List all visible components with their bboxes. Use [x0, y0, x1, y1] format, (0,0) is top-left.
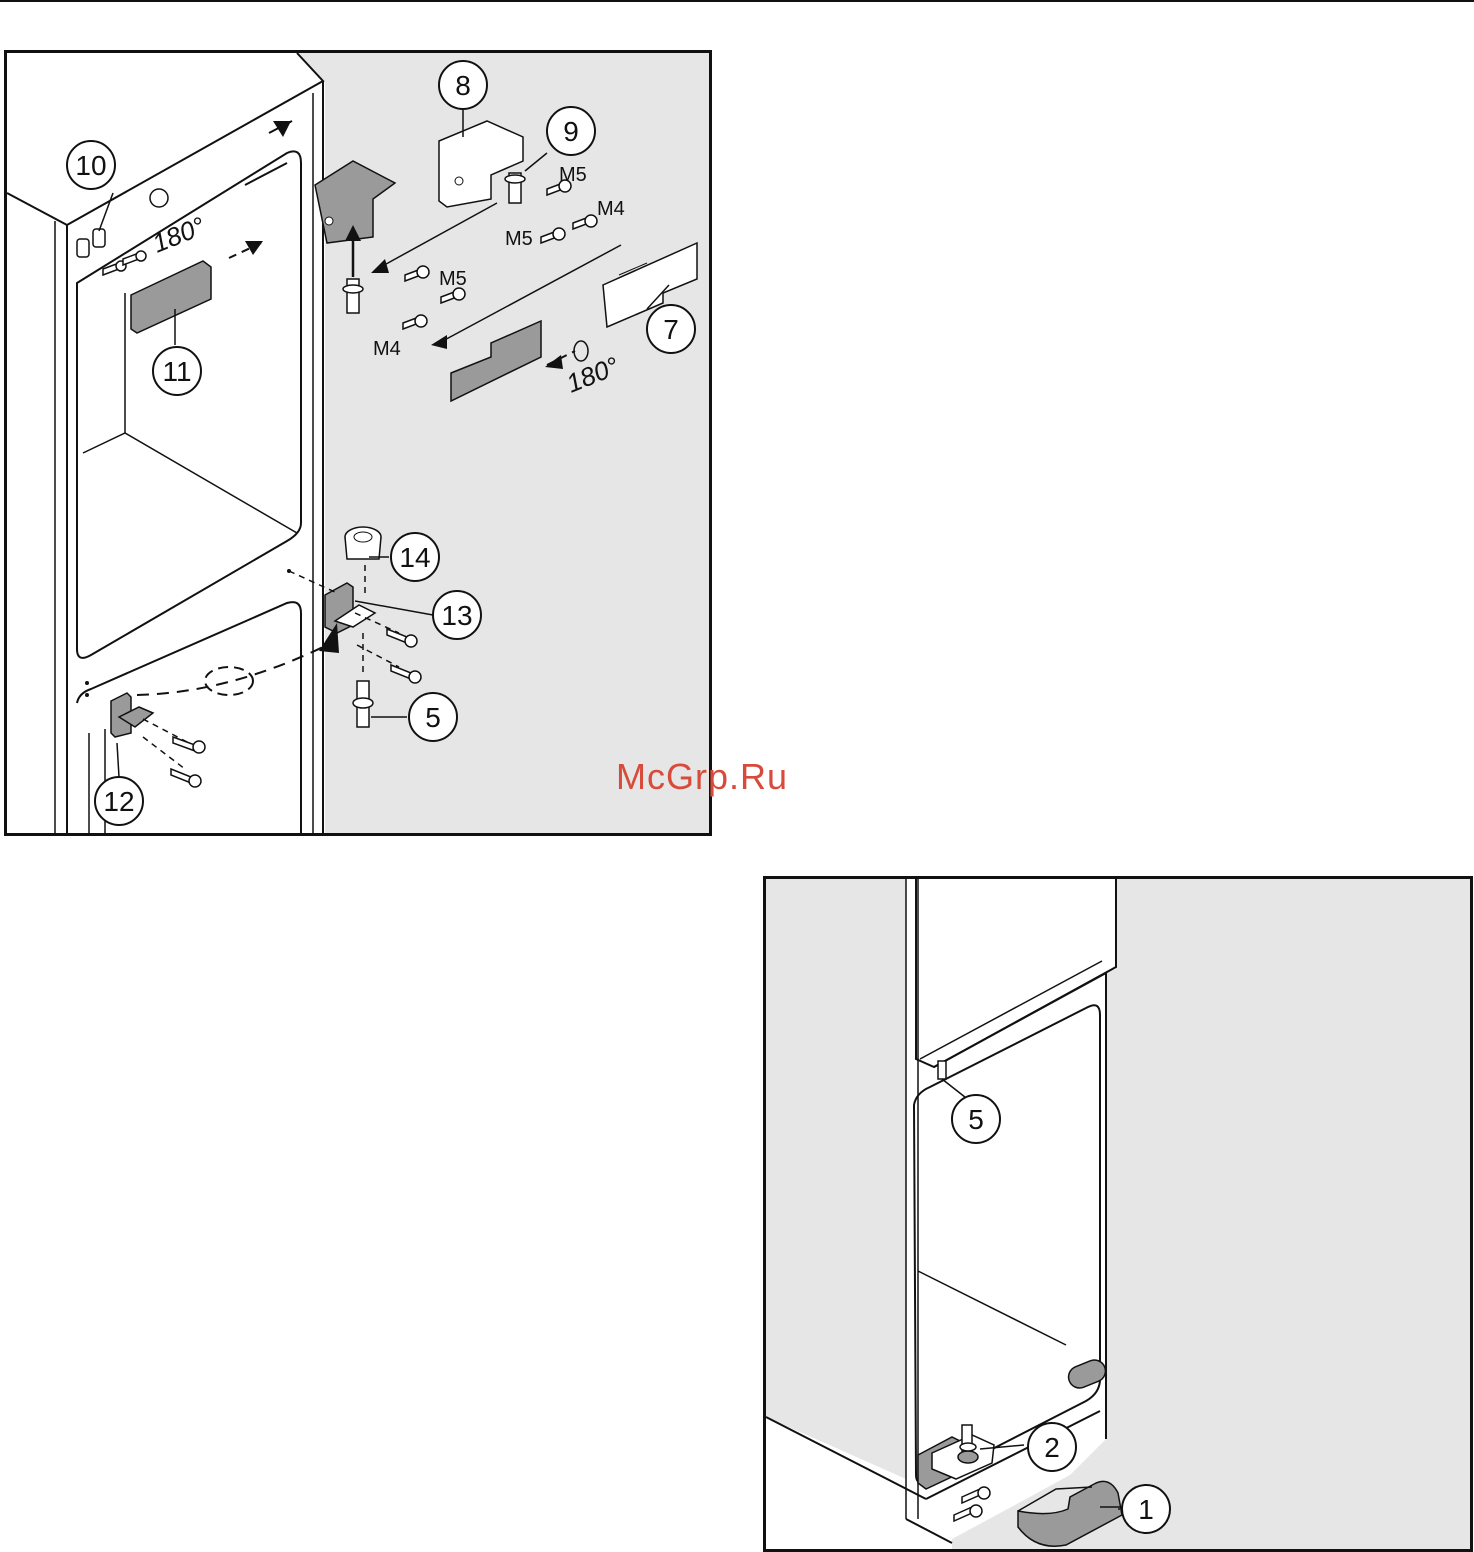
figure-lower-hinge: 5 2 1: [763, 876, 1473, 1552]
screw-label-m5-left: M5: [439, 268, 467, 290]
callout-2: 2: [1044, 1432, 1060, 1463]
callout-12: 12: [103, 786, 134, 817]
callout-1: 1: [1138, 1494, 1154, 1525]
callout-5: 5: [425, 702, 441, 733]
callout-14: 14: [399, 542, 430, 573]
figure-hinge-reversal: 8 9 10 11 7 14 13 5 12 M5 M4 M5 M5 M4 18…: [4, 50, 712, 836]
screw-label-m5-mid: M5: [505, 228, 533, 250]
watermark-text: McGrp.Ru: [616, 756, 788, 798]
callout-10: 10: [75, 150, 106, 181]
angle-label-top: 180°: [148, 211, 209, 259]
callout-11: 11: [162, 356, 191, 387]
callout-9: 9: [563, 116, 579, 147]
screw-label-m4-top: M4: [597, 198, 625, 220]
callout-13: 13: [441, 600, 472, 631]
top-rule: [0, 0, 1474, 2]
screw-label-m5-top: M5: [559, 164, 587, 186]
callout-5-lower: 5: [968, 1104, 984, 1135]
callout-8: 8: [455, 70, 471, 101]
screw-label-m4-left: M4: [373, 338, 401, 360]
callout-7: 7: [663, 314, 679, 345]
